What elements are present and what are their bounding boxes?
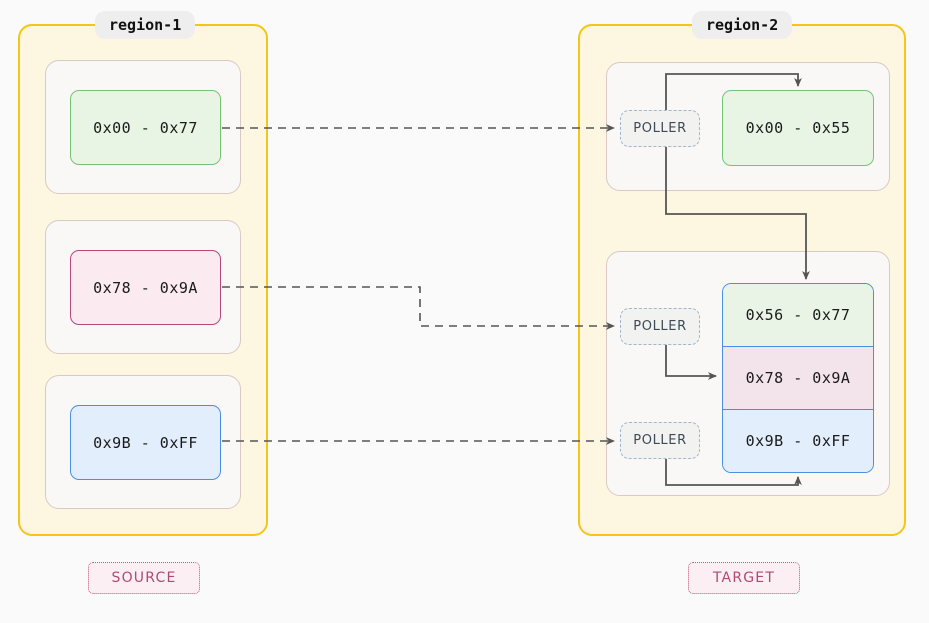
target-stack-pink[interactable]: 0x78 - 0x9A	[723, 346, 873, 410]
source-range-blue-label: 0x9B - 0xFF	[93, 433, 198, 452]
source-legend-label: SOURCE	[111, 570, 177, 586]
region-2-label: region-2	[692, 11, 793, 39]
target-range-green[interactable]: 0x00 - 0x55	[722, 90, 874, 166]
poller-2-label: POLLER	[633, 319, 687, 334]
target-stack-blue[interactable]: 0x9B - 0xFF	[723, 410, 873, 472]
source-legend-tag: SOURCE	[88, 562, 200, 594]
target-stack-green-label: 0x56 - 0x77	[745, 306, 851, 324]
target-stack-green[interactable]: 0x56 - 0x77	[723, 284, 873, 346]
source-range-blue[interactable]: 0x9B - 0xFF	[70, 405, 221, 480]
poller-1[interactable]: POLLER	[620, 110, 700, 147]
source-range-pink-label: 0x78 - 0x9A	[93, 278, 198, 297]
region-1-label: region-1	[95, 11, 196, 39]
source-range-pink[interactable]: 0x78 - 0x9A	[70, 250, 221, 325]
poller-3-label: POLLER	[633, 433, 687, 448]
target-stack-pink-label: 0x78 - 0x9A	[745, 369, 851, 387]
source-range-green-label: 0x00 - 0x77	[93, 118, 198, 137]
target-stack-blue-label: 0x9B - 0xFF	[745, 432, 851, 450]
source-range-green[interactable]: 0x00 - 0x77	[70, 90, 221, 165]
target-range-green-label: 0x00 - 0x55	[745, 119, 851, 137]
poller-3[interactable]: POLLER	[620, 422, 700, 459]
target-legend-tag: TARGET	[688, 562, 800, 594]
poller-2[interactable]: POLLER	[620, 308, 700, 345]
poller-1-label: POLLER	[633, 121, 687, 136]
edge-source-pink-to-poller2	[222, 286, 615, 330]
target-stack: 0x56 - 0x77 0x78 - 0x9A 0x9B - 0xFF	[722, 283, 874, 473]
target-legend-label: TARGET	[712, 570, 776, 586]
